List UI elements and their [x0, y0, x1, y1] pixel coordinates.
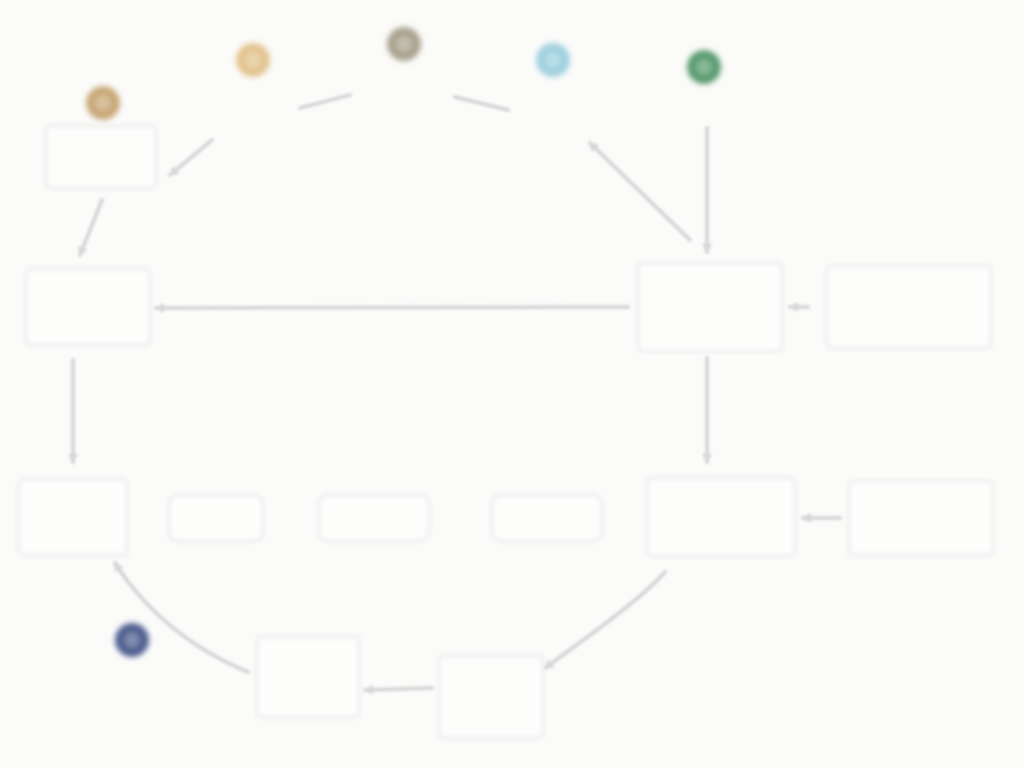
cyan-dot [536, 43, 570, 77]
middle-box-3 [491, 494, 603, 542]
arrow-right-lower-to-bottom-right [543, 570, 667, 670]
arrow-right-center-to-upper-right [588, 141, 692, 242]
arrow-upper-label-to-top-left-box [168, 138, 214, 177]
arrow-right-center-to-left-box [154, 302, 630, 313]
tan-dot-1 [86, 86, 120, 120]
arrow-bottom-center-to-bottom-left-box [113, 561, 250, 674]
green-dot [687, 50, 721, 84]
right-center-box [637, 262, 783, 352]
bottom-left-label [76, 664, 194, 694]
arrow-bottom-right-to-bottom-center [363, 684, 434, 695]
gray-dot [387, 27, 421, 61]
arrow-top-left-box-to-left-box [78, 198, 104, 257]
gold-dot [236, 43, 270, 77]
connector-top-center-to-upper-right [453, 95, 510, 112]
left-box [25, 268, 151, 346]
right-lower-box [646, 477, 796, 557]
middle-box-1 [168, 494, 264, 542]
far-right-box-upper [826, 265, 992, 349]
bottom-center-box [256, 636, 360, 718]
bottom-left-box [18, 478, 128, 556]
middle-box-2 [318, 494, 430, 542]
navy-dot [115, 623, 149, 657]
top-center-label [358, 76, 450, 116]
bottom-right-box [438, 655, 544, 739]
connector-upper-label-to-top-center [298, 93, 352, 110]
upper-right-label [515, 88, 591, 144]
top-right-label [652, 92, 762, 124]
upper-left-label [210, 88, 296, 144]
far-right-box-lower [848, 480, 994, 556]
top-left-box [45, 125, 157, 189]
